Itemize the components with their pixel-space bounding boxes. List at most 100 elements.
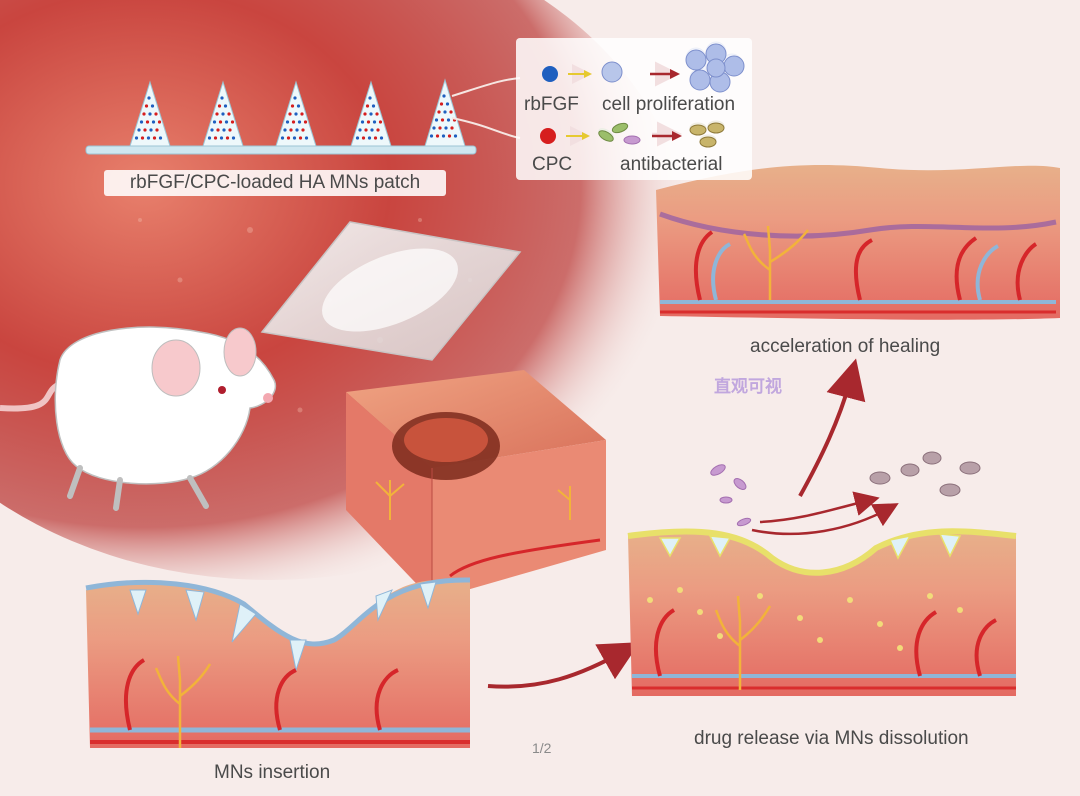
drug-dot — [225, 120, 228, 123]
drug-dot — [216, 128, 219, 131]
drug-dot — [294, 112, 297, 115]
drug-dot — [283, 128, 286, 131]
drug-dot — [155, 128, 158, 131]
bacteria-icon — [597, 122, 640, 144]
drug-dot — [281, 136, 284, 139]
drug-dot — [219, 120, 222, 123]
cpc-label: CPC — [532, 154, 572, 176]
drug-dot — [356, 136, 359, 139]
drug-dot — [148, 112, 151, 115]
drug-dot — [297, 104, 300, 107]
drug-dot — [153, 136, 156, 139]
drug-dot — [286, 120, 289, 123]
drug-dot — [214, 136, 217, 139]
drug-dot — [299, 136, 302, 139]
drug-dot — [376, 128, 379, 131]
drug-dot — [142, 112, 145, 115]
drug-dot — [231, 120, 234, 123]
drug-dot — [149, 128, 152, 131]
drug-dot — [208, 136, 211, 139]
drug-dot — [147, 96, 150, 99]
drug-dot — [438, 126, 441, 129]
drug-dot — [159, 136, 162, 139]
drug-dot — [140, 120, 143, 123]
drug-dot — [362, 136, 365, 139]
drug-dot — [222, 128, 225, 131]
drug-dot — [215, 112, 218, 115]
drug-release-skin-section — [628, 531, 1016, 696]
drug-dot — [154, 112, 157, 115]
drug-dot — [227, 112, 230, 115]
rbfgf-label: rbFGF — [524, 94, 579, 116]
drug-dot — [218, 104, 221, 107]
cell-proliferation-label: cell proliferation — [602, 94, 735, 116]
drug-dot — [143, 128, 146, 131]
drug-dot — [430, 134, 433, 137]
rbfgf-dot-icon — [542, 66, 558, 82]
drug-dot — [292, 120, 295, 123]
insertion-label: MNs insertion — [214, 762, 330, 784]
drug-dot — [436, 134, 439, 137]
drug-dot — [220, 136, 223, 139]
drug-dot — [220, 96, 223, 99]
page-indicator: 1/2 — [532, 740, 551, 756]
drug-dot — [293, 96, 296, 99]
drug-dot — [221, 112, 224, 115]
drug-dot — [450, 126, 453, 129]
drug-dot — [158, 120, 161, 123]
drug-dot — [369, 112, 372, 115]
drug-dot — [432, 126, 435, 129]
drug-dot — [380, 136, 383, 139]
drug-dot — [435, 118, 438, 121]
drug-dot — [440, 102, 443, 105]
dead-bacteria-icon — [690, 123, 724, 147]
watermark-logo: 直观可视 — [714, 372, 782, 397]
drug-dot — [300, 112, 303, 115]
patch-label: rbFGF/CPC-loaded HA MNs patch — [104, 170, 446, 196]
drug-dot — [145, 104, 148, 107]
drug-dot — [372, 104, 375, 107]
drug-dot — [301, 128, 304, 131]
drug-dot — [224, 104, 227, 107]
drug-dot — [298, 120, 301, 123]
healed-skin-section — [656, 165, 1060, 320]
drug-dot — [373, 120, 376, 123]
cell-icon — [602, 62, 622, 82]
drug-dot — [146, 120, 149, 123]
drug-dot — [293, 136, 296, 139]
bacteria-icon — [709, 452, 980, 534]
drug-dot — [374, 136, 377, 139]
drug-release-label: drug release via MNs dissolution — [694, 728, 969, 750]
drug-dot — [375, 112, 378, 115]
cpc-dot-icon — [540, 128, 556, 144]
drug-dot — [210, 128, 213, 131]
drug-dot — [295, 128, 298, 131]
drug-dot — [147, 136, 150, 139]
drug-dot — [304, 120, 307, 123]
drug-dot — [449, 110, 452, 113]
drug-dot — [289, 128, 292, 131]
drug-dot — [137, 128, 140, 131]
drug-dot — [135, 136, 138, 139]
drug-dot — [226, 136, 229, 139]
drug-dot — [141, 136, 144, 139]
drug-dot — [364, 128, 367, 131]
antibacterial-label: antibacterial — [620, 154, 722, 176]
drug-dot — [152, 120, 155, 123]
drug-dot — [442, 94, 445, 97]
drug-dot — [441, 118, 444, 121]
insertion-skin-section — [86, 580, 470, 748]
drug-dot — [443, 110, 446, 113]
healing-label: acceleration of healing — [750, 336, 940, 358]
drug-dot — [448, 134, 451, 137]
drug-dot — [368, 96, 371, 99]
drug-dot — [379, 120, 382, 123]
drug-dot — [232, 136, 235, 139]
drug-dot — [228, 128, 231, 131]
drug-dot — [437, 110, 440, 113]
drug-dot — [151, 104, 154, 107]
drug-dot — [444, 126, 447, 129]
drug-dot — [287, 136, 290, 139]
drug-dot — [370, 128, 373, 131]
drug-dot — [363, 112, 366, 115]
